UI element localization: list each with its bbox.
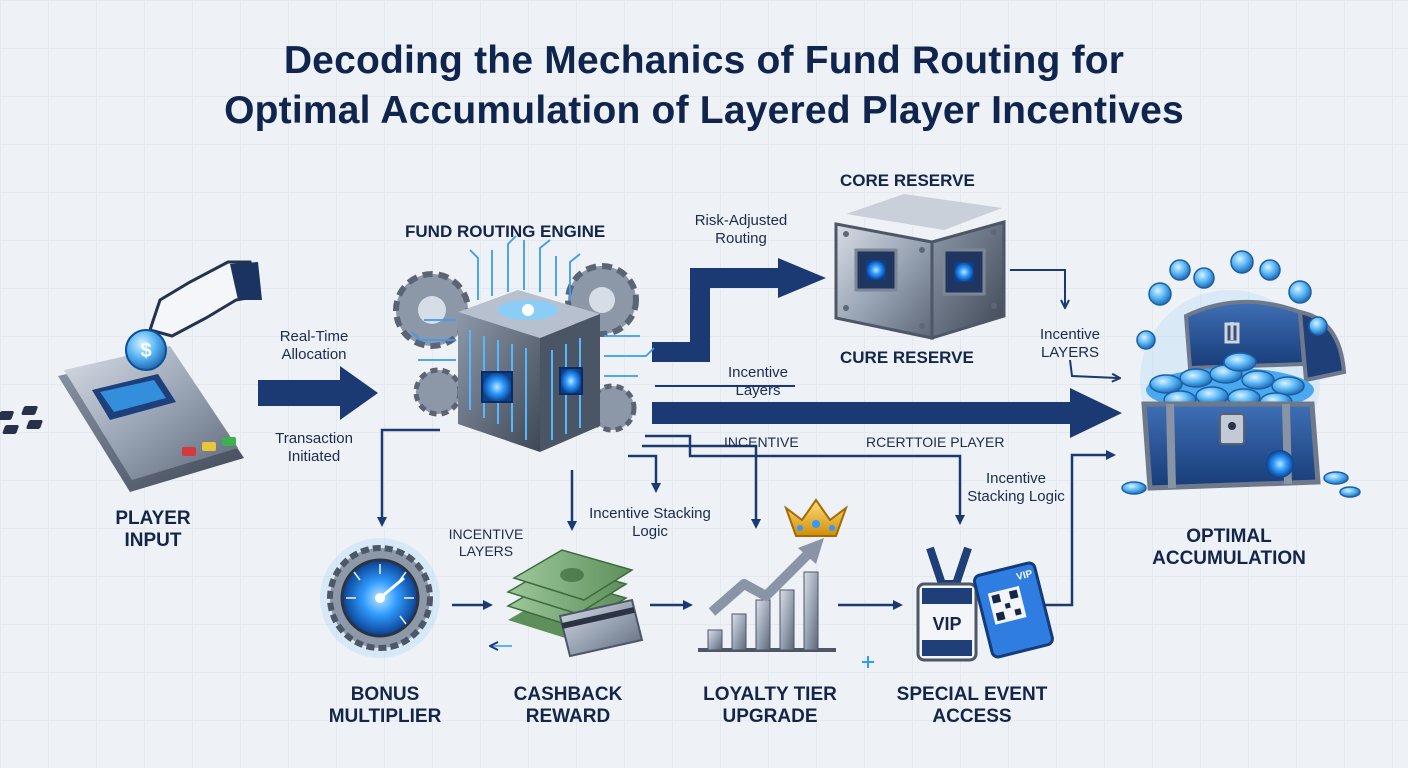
arrow-engine-to-stacking (628, 454, 661, 493)
hand-with-coin-icon: $ (125, 260, 262, 371)
page-title: Decoding the Mechanics of Fund Routing f… (0, 36, 1408, 136)
ticket-vip-text: VIP (1015, 568, 1034, 583)
player-input-label: PLAYER INPUT (115, 508, 191, 551)
transaction-initiated-label: Transaction Initiated (275, 430, 353, 465)
sparkle-icon (862, 656, 874, 668)
arrow-engine-to-event (645, 434, 965, 525)
core-reserve-label: CORE RESERVE (840, 171, 975, 190)
ticket-icon: VIP (972, 561, 1054, 659)
vault-icon (834, 194, 1006, 341)
incentive-layers-left-label: INCENTIVE LAYERS (448, 526, 524, 559)
risk-adjusted-routing-label: Risk-Adjusted Routing (694, 212, 788, 247)
arrow-engine-to-loyalty (642, 444, 761, 529)
dial-icon (320, 538, 440, 658)
cure-reserve-label: CURE RESERVE (840, 348, 974, 367)
svg-text:$: $ (140, 340, 151, 362)
vip-badge-text: VIP (932, 614, 961, 634)
fund-routing-engine-label: FUND ROUTING ENGINE (405, 222, 606, 241)
bonus-multiplier-label: BONUS MULTIPLIER (328, 684, 442, 727)
rcentive-player-label: RCERTTOIE PLAYER (866, 434, 1005, 450)
title-line-1: Decoding the Mechanics of Fund Routing f… (283, 39, 1125, 82)
cashback-reward-label: CASHBACK REWARD (513, 684, 623, 727)
loyalty-tier-upgrade-label: LOYALTY TIER UPGRADE (703, 684, 837, 727)
arrow-engine-to-bonus (377, 428, 440, 527)
real-time-allocation-label: Real-Time Allocation (279, 328, 349, 363)
arrow-engine-to-reserve (652, 258, 826, 362)
treasure-chest-icon (1121, 250, 1361, 498)
crown-icon (783, 498, 849, 537)
arrow-input-to-engine (258, 366, 378, 420)
arrow-event-to-chest (1040, 450, 1116, 607)
incentive-layers-mid-label: Incentive Layers (727, 364, 789, 399)
incentive-stacking-mid-label: Incentive Stacking Logic (589, 505, 711, 540)
growth-chart-icon (698, 538, 836, 652)
arrow-reserve-down (1010, 269, 1065, 306)
processor-cube-icon (393, 235, 655, 452)
optimal-accumulation-label: OPTIMAL ACCUMULATION (1152, 526, 1306, 569)
incentive-caps-label: INCENTIVE (724, 434, 799, 450)
payment-terminal-icon (0, 346, 244, 492)
arrow-engine-to-chest (652, 388, 1122, 438)
incentive-layers-right-label: Incentive LAYERS (1039, 326, 1101, 361)
arrow-layers-to-chest (1069, 359, 1118, 378)
vip-badge-icon: VIP (916, 546, 978, 662)
incentive-stacking-right-label: Incentive Stacking Logic (967, 470, 1065, 505)
cash-stack-icon (506, 549, 644, 658)
special-event-access-label: SPECIAL EVENT ACCESS (896, 684, 1048, 727)
title-line-2: Optimal Accumulation of Layered Player I… (224, 89, 1184, 132)
